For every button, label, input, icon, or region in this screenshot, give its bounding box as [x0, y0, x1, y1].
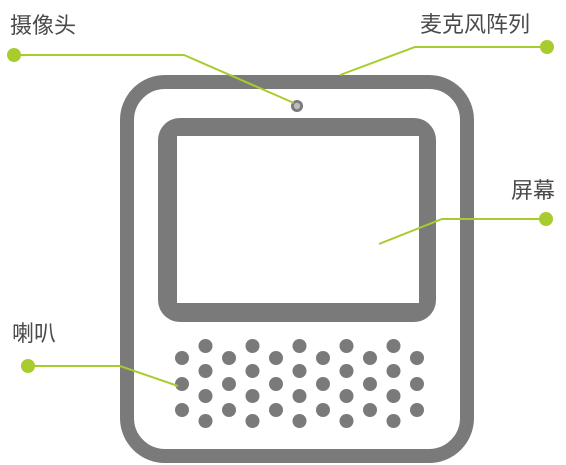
camera-callout-dot — [7, 48, 21, 62]
speaker-hole — [269, 351, 283, 365]
speaker-leader-line — [28, 365, 179, 387]
speaker-hole — [339, 389, 354, 403]
speaker-hole — [292, 414, 307, 428]
speaker-hole — [292, 364, 307, 378]
speaker-label: 喇叭 — [12, 322, 56, 347]
speaker-hole — [198, 414, 213, 428]
speaker-hole — [175, 377, 189, 391]
speaker-hole — [410, 377, 424, 391]
camera-leader-line — [14, 54, 295, 104]
speaker-callout-dot — [21, 359, 35, 373]
speaker-hole — [222, 351, 236, 365]
speaker-hole — [198, 339, 213, 353]
speaker-hole — [245, 339, 260, 353]
speaker-hole — [386, 339, 401, 353]
speaker-hole — [339, 364, 354, 378]
callout-mic-array: 麦克风阵列 — [339, 13, 554, 76]
speaker-hole — [386, 364, 401, 378]
speaker-hole — [292, 389, 307, 403]
screen-callout-dot — [539, 212, 553, 226]
screen-display — [177, 136, 419, 303]
device — [120, 75, 474, 463]
speaker-hole — [410, 351, 424, 365]
speaker-hole — [269, 403, 283, 417]
camera-label: 摄像头 — [10, 14, 76, 39]
speaker-hole — [363, 377, 377, 391]
screen-label: 屏幕 — [511, 179, 555, 204]
mic-array-label: 麦克风阵列 — [420, 13, 530, 38]
screen-leader-line — [378, 218, 546, 245]
mic-array-leader-line — [339, 46, 547, 76]
speaker-hole — [339, 339, 354, 353]
speaker-hole — [316, 377, 330, 391]
callout-screen: 屏幕 — [378, 179, 555, 245]
device-body-outline — [120, 75, 474, 463]
speaker-hole — [198, 364, 213, 378]
callout-camera: 摄像头 — [7, 14, 295, 104]
speaker-hole — [292, 339, 307, 353]
speaker-hole — [363, 351, 377, 365]
speaker-hole — [245, 364, 260, 378]
speaker-hole — [363, 403, 377, 417]
speaker-hole — [316, 351, 330, 365]
callout-speaker: 喇叭 — [12, 322, 179, 387]
speaker-hole — [198, 389, 213, 403]
speaker-hole — [245, 389, 260, 403]
speaker-hole — [386, 389, 401, 403]
speaker-hole — [175, 351, 189, 365]
speaker-hole — [410, 403, 424, 417]
speaker-hole — [316, 403, 330, 417]
speaker-grille-icon — [175, 339, 424, 428]
speaker-hole — [222, 403, 236, 417]
speaker-hole — [175, 403, 189, 417]
speaker-hole — [386, 414, 401, 428]
speaker-hole — [222, 377, 236, 391]
mic-array-callout-dot — [540, 40, 554, 54]
speaker-hole — [339, 414, 354, 428]
speaker-hole — [269, 377, 283, 391]
speaker-hole — [245, 414, 260, 428]
